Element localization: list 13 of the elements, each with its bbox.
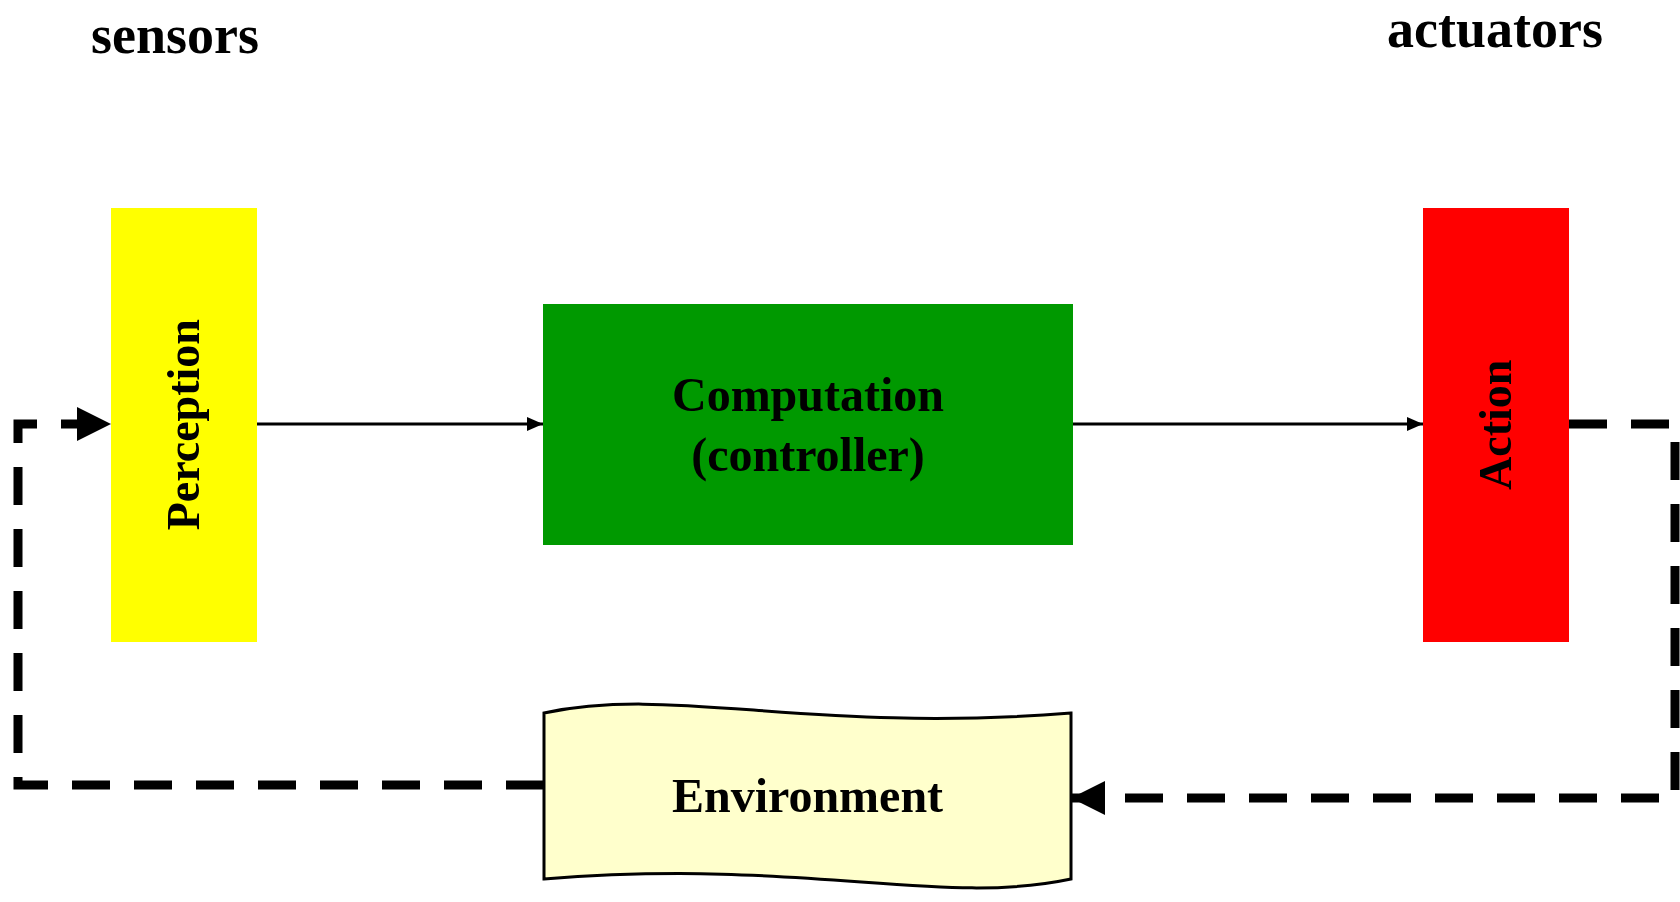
node-label: Perception — [157, 319, 211, 531]
process-box — [1423, 208, 1569, 642]
process-box — [111, 208, 257, 642]
node-label: Computation (controller) — [670, 366, 945, 484]
arrow — [13, 407, 544, 790]
section-label: actuators — [1387, 2, 1603, 56]
arrow — [1073, 417, 1423, 431]
arrow — [257, 417, 543, 431]
node-label: Environment — [671, 768, 944, 824]
arrow — [1071, 419, 1680, 815]
process-box — [543, 304, 1073, 545]
section-label: sensors — [91, 8, 259, 62]
node-label: Action — [1469, 359, 1523, 491]
